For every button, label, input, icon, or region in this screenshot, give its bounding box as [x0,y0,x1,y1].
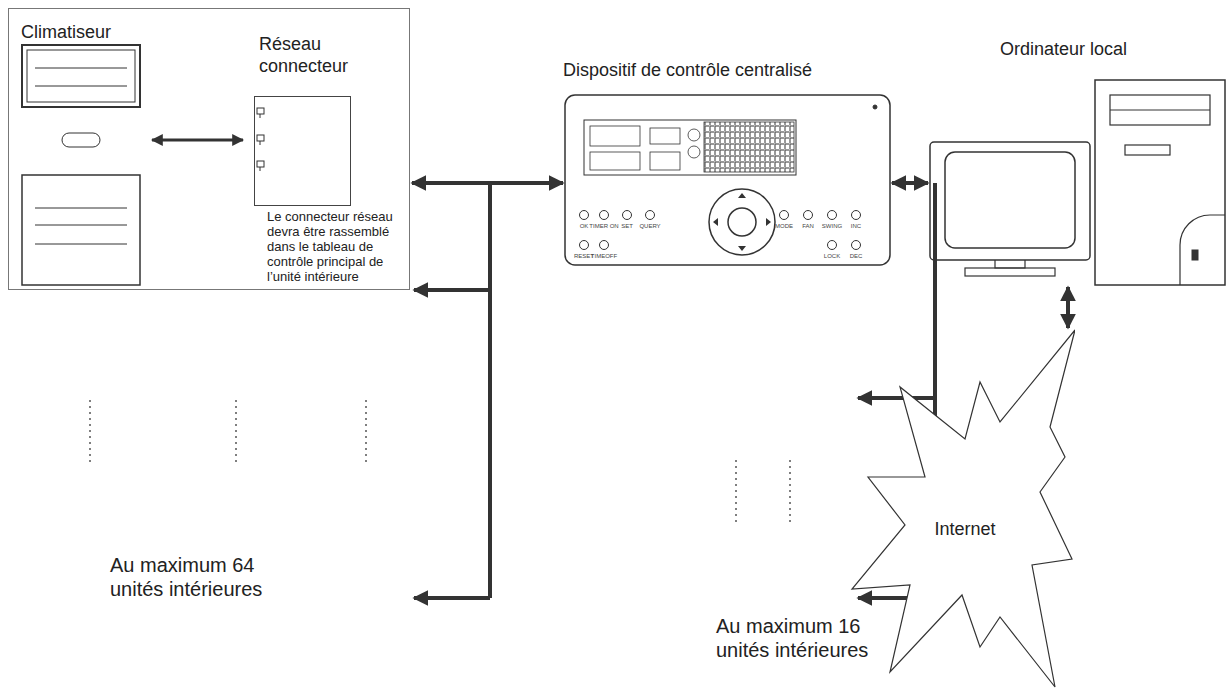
computer [930,80,1225,285]
bus-64 [414,183,490,598]
internet-cloud: Internet [850,327,1075,690]
control-device [565,95,890,265]
button-label: FAN [802,223,814,230]
ellipsis-dots [90,400,790,525]
button-label: TIMER ON [589,223,618,230]
local-computer: Ordinateur local [930,75,1225,285]
node-heading: Climatiseur [21,21,221,43]
node-note: Le connecteur réseau devra être rassembl… [267,209,412,284]
node-heading: Ordinateur local [1000,38,1200,60]
link-arrow [892,181,928,185]
button-label: OK [580,223,589,230]
button-label: INC [851,223,861,230]
quantity-note: Au maximum 16 unités intérieures [716,614,916,662]
air-conditioner-box: Climatiseur Le connecteur réseau devra êt… [8,8,410,290]
network-connector-box: Réseau connecteur [254,96,351,206]
air-conditioner [22,45,140,285]
button-label: LOCK [824,253,840,260]
button-label: SET [621,223,633,230]
connector-pins [257,108,264,171]
internal-link [152,139,243,142]
node-heading: Réseau connecteur [259,33,371,77]
button-label: DEC [850,253,863,260]
button-icons [580,211,861,250]
button-label: SWING [822,223,842,230]
starburst-outline [850,327,1075,690]
button-label: TIMEOFF [591,253,617,260]
link-arrow [1066,287,1070,328]
node-heading: Dispositif de contrôle centralisé [563,59,883,81]
quantity-note: Au maximum 64 unités intérieures [110,553,310,601]
node-heading: Internet [915,519,1015,540]
control-device: Dispositif de contrôle centralisé [565,95,890,265]
button-label: QUERY [639,223,660,230]
link-arrow [412,181,563,185]
button-label: MODE [775,223,793,230]
